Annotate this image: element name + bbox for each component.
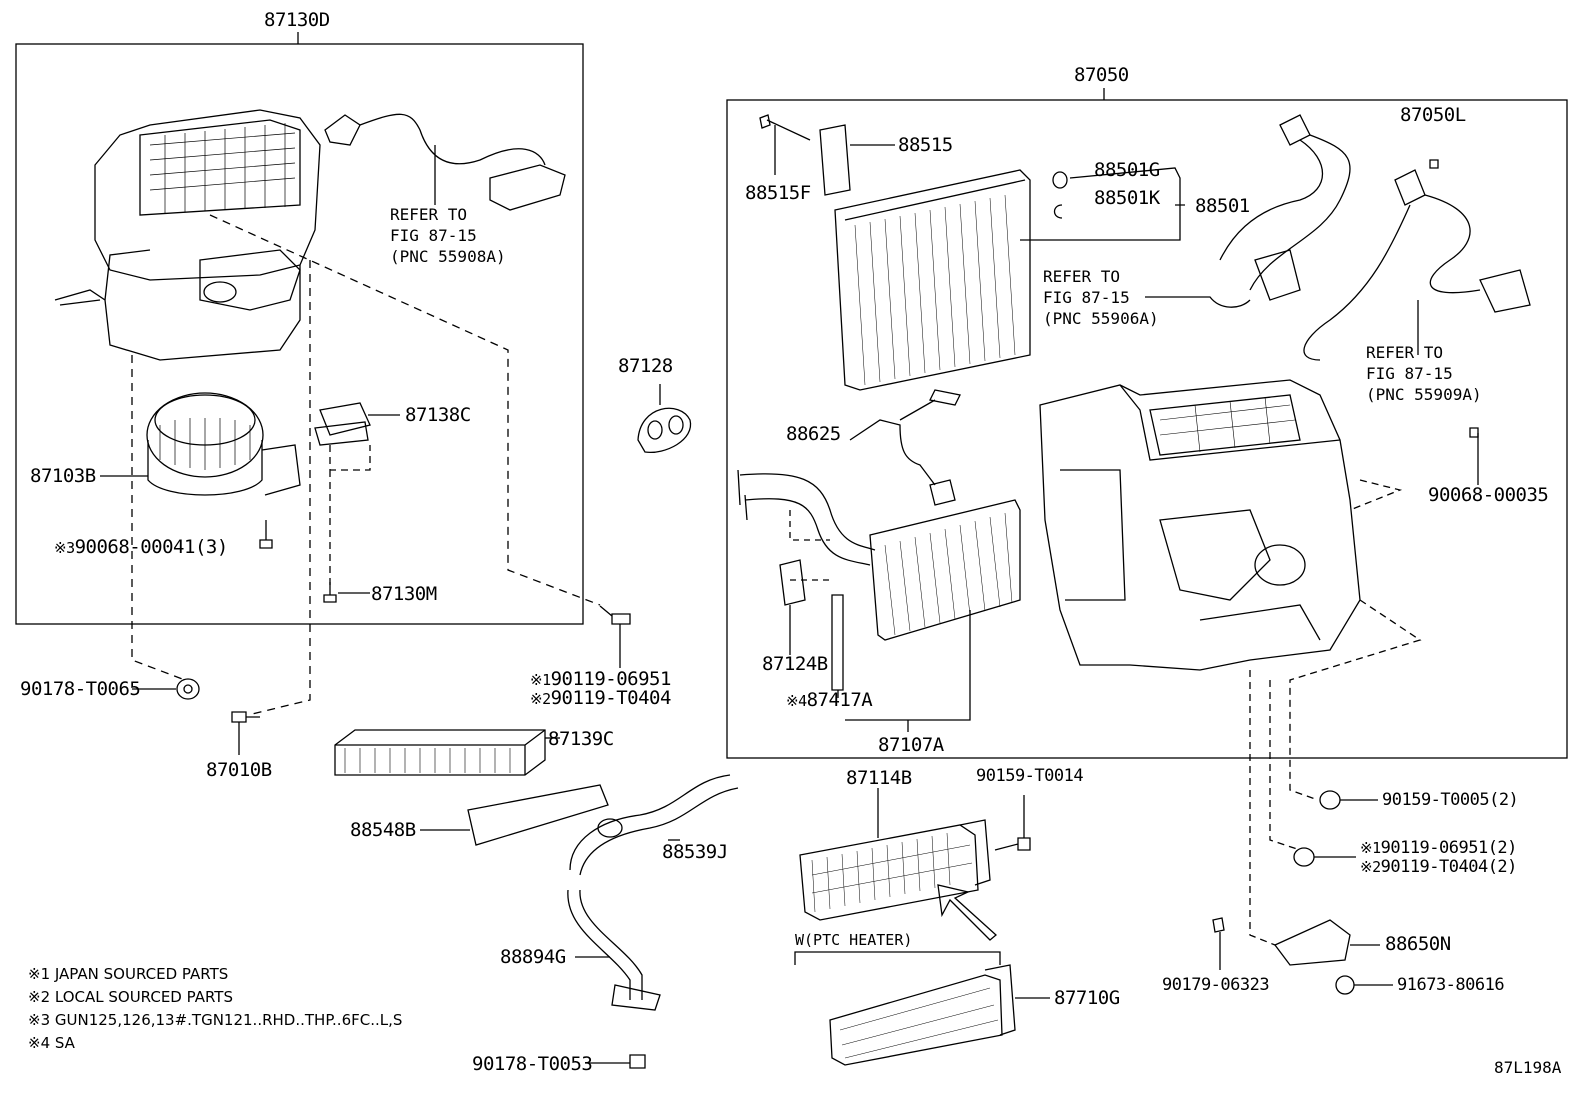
label-88650N[interactable]: 88650N [1385, 933, 1451, 955]
label-88539J[interactable]: 88539J [662, 841, 728, 863]
blower-case-illustration [54, 109, 321, 361]
label-88501[interactable]: 88501 [1195, 195, 1250, 217]
label-90068-00035[interactable]: 90068-00035 [1428, 484, 1549, 506]
label-88548B[interactable]: 88548B [350, 819, 416, 841]
label-87107A[interactable]: 87107A [878, 734, 944, 756]
figure-code: 87L198A [1494, 1058, 1562, 1077]
mark-4: ※4 [786, 692, 807, 710]
label-87124B[interactable]: 87124B [762, 653, 828, 675]
refer-55909A-line2: FIG 87-15 [1366, 364, 1453, 383]
mark-2-b: ※2 [1360, 858, 1381, 876]
refer-55909A-line1: REFER TO [1366, 343, 1444, 362]
label-88501G[interactable]: 88501G [1094, 159, 1160, 181]
refer-55908A-line1: REFER TO [390, 205, 468, 224]
mark-2: ※2 [530, 690, 551, 708]
ptc-heater-label: W(PTC HEATER) [795, 931, 913, 949]
label-90119-06951-2[interactable]: ※190119-06951(2) [1360, 838, 1517, 858]
refer-55906A[interactable]: REFER TO FIG 87-15 (PNC 55906A) [1043, 266, 1159, 329]
label-87050[interactable]: 87050 [1074, 64, 1129, 86]
label-87138C[interactable]: 87138C [405, 404, 471, 426]
refer-55906A-line2: FIG 87-15 [1043, 288, 1130, 307]
label-90119-06951-number: 90119-06951 [550, 668, 672, 690]
label-87417A[interactable]: ※487417A [786, 689, 873, 711]
refer-55909A-line3: (PNC 55909A) [1366, 385, 1482, 404]
label-88894G[interactable]: 88894G [500, 946, 566, 968]
label-88515[interactable]: 88515 [898, 134, 953, 156]
label-90068-00041-number: 90068-00041(3) [74, 536, 229, 558]
legend-line-1: ※1 JAPAN SOURCED PARTS [28, 965, 229, 983]
label-87130M[interactable]: 87130M [371, 583, 437, 605]
label-87417A-number: 87417A [806, 689, 873, 711]
label-87114B[interactable]: 87114B [846, 767, 912, 789]
label-91673-80616[interactable]: 91673-80616 [1397, 975, 1505, 995]
label-87710G[interactable]: 87710G [1054, 987, 1120, 1009]
refer-55906A-line3: (PNC 55906A) [1043, 309, 1159, 328]
label-90178-T0053[interactable]: 90178-T0053 [472, 1053, 593, 1075]
label-90119-06951-2-number: 90119-06951(2) [1380, 838, 1518, 858]
refer-55906A-line1: REFER TO [1043, 267, 1121, 286]
legend-line-3: ※3 GUN125,126,13#.TGN121..RHD..THP..6FC.… [28, 1011, 403, 1029]
refer-55908A-line2: FIG 87-15 [390, 226, 477, 245]
label-90119-T0404-number: 90119-T0404 [550, 687, 672, 709]
label-90119-T0404-2[interactable]: ※290119-T0404(2) [1360, 857, 1517, 877]
refer-55909A[interactable]: REFER TO FIG 87-15 (PNC 55909A) [1366, 342, 1482, 405]
label-90068-00041[interactable]: ※390068-00041(3) [54, 537, 228, 558]
label-90159-T0005[interactable]: 90159-T0005(2) [1382, 790, 1519, 810]
mark-3: ※3 [54, 539, 75, 557]
hvac-case-illustration [1039, 379, 1361, 671]
label-87050L[interactable]: 87050L [1400, 104, 1466, 126]
label-90159-T0014[interactable]: 90159-T0014 [976, 766, 1084, 786]
label-87130D[interactable]: 87130D [264, 9, 330, 31]
label-87128[interactable]: 87128 [618, 355, 673, 377]
legend-line-2: ※2 LOCAL SOURCED PARTS [28, 988, 233, 1006]
label-87010B[interactable]: 87010B [206, 759, 272, 781]
label-90178-T0065[interactable]: 90178-T0065 [20, 678, 141, 700]
refer-55908A[interactable]: REFER TO FIG 87-15 (PNC 55908A) [390, 204, 506, 267]
legend: ※1 JAPAN SOURCED PARTS ※2 LOCAL SOURCED … [28, 963, 402, 1055]
label-90119-T0404-2-number: 90119-T0404(2) [1380, 857, 1518, 877]
label-90179-06323[interactable]: 90179-06323 [1162, 975, 1270, 995]
mark-1: ※1 [530, 671, 551, 689]
refer-55908A-line3: (PNC 55908A) [390, 247, 506, 266]
blower-unit-box [15, 43, 584, 625]
label-88625[interactable]: 88625 [786, 423, 841, 445]
legend-line-4: ※4 SA [28, 1034, 75, 1052]
heater-unit-box [726, 99, 1568, 759]
label-87139C[interactable]: 87139C [548, 728, 614, 750]
label-88501K[interactable]: 88501K [1094, 187, 1160, 209]
mark-1-b: ※1 [1360, 839, 1381, 857]
label-90119-06951[interactable]: ※190119-06951 [530, 669, 671, 690]
label-87103B[interactable]: 87103B [30, 465, 96, 487]
label-90119-T0404[interactable]: ※290119-T0404 [530, 688, 671, 709]
label-88515F[interactable]: 88515F [745, 182, 811, 204]
